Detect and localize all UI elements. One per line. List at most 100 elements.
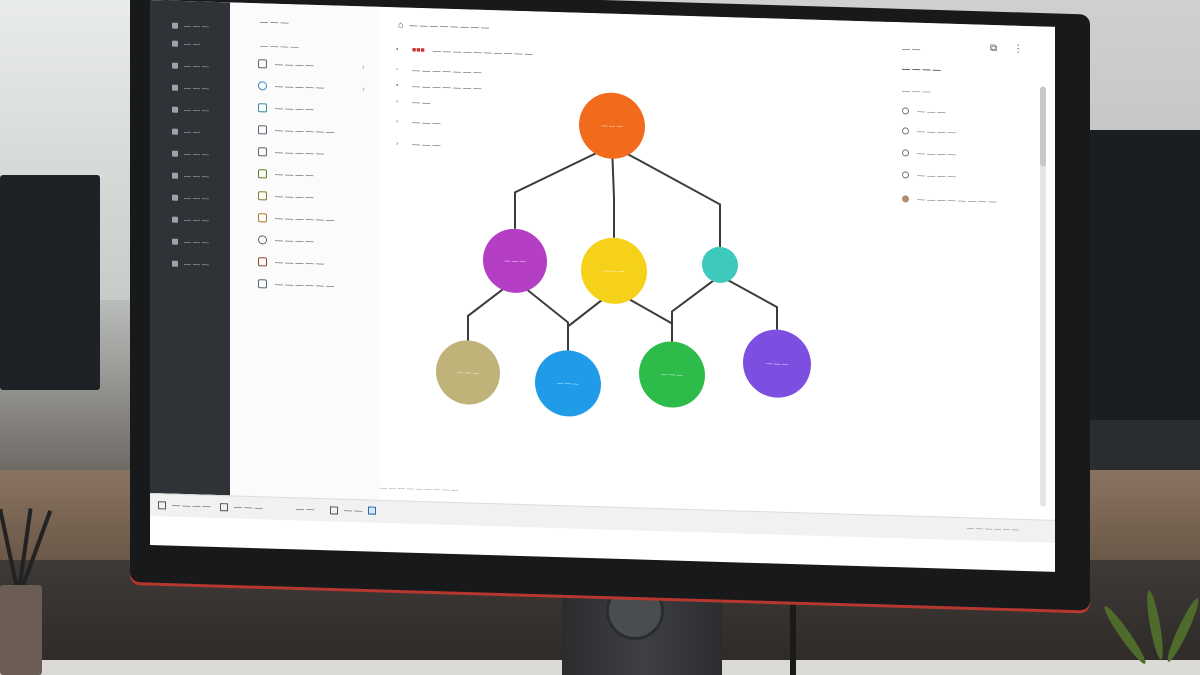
right-panel: ⧉ ⋮ — — — — — — — — — — — — — — — — — — … bbox=[890, 22, 1055, 520]
panel-item-label: — — — — — — — — bbox=[917, 194, 997, 207]
connector-line bbox=[611, 145, 615, 238]
diagram-node-label: — — — bbox=[504, 259, 525, 266]
rail-item[interactable]: — — — bbox=[172, 105, 209, 116]
sidebar-subheader: — — — — bbox=[260, 41, 299, 52]
diagram-node-label: — — — bbox=[661, 372, 682, 379]
doc-icon bbox=[258, 125, 267, 135]
taskbar-item[interactable]: — — — bbox=[220, 502, 262, 512]
panel-item-label: — — — — bbox=[917, 126, 956, 137]
sidebar-item[interactable]: — — — — — bbox=[258, 147, 324, 158]
taskbar-item[interactable]: — — — — bbox=[158, 500, 211, 511]
rail-item[interactable]: — — — bbox=[172, 193, 209, 204]
monitor-screen: — — — — — — — — — — — — — — — — — — — — … bbox=[150, 0, 1055, 572]
diagram-node-label: — — — bbox=[557, 381, 578, 388]
panel-item[interactable]: — — — — bbox=[902, 170, 956, 181]
sidebar-item[interactable]: — — — — — — bbox=[258, 125, 334, 136]
sidebar-item-label: — — — — — — bbox=[275, 213, 335, 225]
sidebar-item[interactable]: — — — — bbox=[258, 59, 314, 70]
diagram-node-b[interactable] bbox=[581, 237, 647, 305]
window-icon bbox=[220, 502, 228, 511]
scrollbar-thumb[interactable] bbox=[1040, 86, 1046, 167]
tree-diagram[interactable]: — — —— — —— — —— — —— — —— — —— — — bbox=[380, 7, 1055, 497]
sidebar-item-label: — — — — — — bbox=[275, 125, 335, 137]
circle-icon bbox=[902, 127, 909, 135]
diagram-node-f[interactable] bbox=[639, 341, 705, 409]
panel-item[interactable]: — — — bbox=[902, 106, 946, 117]
diagram-node-c[interactable] bbox=[702, 246, 738, 283]
tag-icon bbox=[258, 257, 267, 267]
pen-cup bbox=[0, 585, 42, 675]
rail-item[interactable]: — — — bbox=[172, 215, 209, 226]
sidebar-item-label: — — — — — bbox=[275, 147, 324, 159]
diagram-node-d[interactable] bbox=[436, 339, 500, 405]
sidebar-item-label: — — — — bbox=[275, 235, 314, 246]
panel-item[interactable]: — — — — — — — — bbox=[902, 194, 997, 206]
avatar-icon bbox=[902, 195, 909, 203]
rail-item-label: — — — bbox=[184, 84, 209, 93]
rail-item-label: — — bbox=[184, 40, 200, 48]
connector-line bbox=[514, 144, 613, 229]
sidebar-item[interactable]: — — — — — bbox=[258, 81, 324, 92]
more-icon[interactable]: ⋮ bbox=[1013, 43, 1024, 55]
sidebar-item[interactable]: — — — — bbox=[258, 191, 314, 202]
comment-icon[interactable]: ⧉ bbox=[990, 42, 998, 55]
rail-item[interactable]: — — — bbox=[172, 21, 209, 32]
sidebar-header: — — — bbox=[260, 17, 289, 28]
rail-item-label: — — — bbox=[184, 194, 209, 203]
app-icon bbox=[172, 238, 178, 245]
diagram-node-g[interactable] bbox=[743, 329, 811, 399]
rail-item[interactable]: — — — bbox=[172, 237, 209, 248]
rail-item-label: — — — bbox=[184, 106, 209, 115]
sidebar-item[interactable]: — — — — bbox=[258, 235, 314, 246]
panel-item[interactable]: — — — bbox=[902, 86, 930, 96]
connector-line bbox=[719, 274, 778, 330]
taskbar-item-label: — — bbox=[344, 505, 363, 516]
diagram-canvas[interactable]: ⌂ — — — — — — — — • ■■■ — — — — — — — — … bbox=[380, 6, 1055, 520]
rail-item[interactable]: — — bbox=[172, 127, 200, 138]
rail-item[interactable]: — — bbox=[172, 39, 200, 50]
diagram-node-a[interactable] bbox=[483, 228, 547, 294]
chevron-right-icon[interactable]: › bbox=[362, 84, 365, 94]
diagram-node-root[interactable] bbox=[579, 92, 645, 160]
taskbar-item[interactable]: — — bbox=[296, 504, 314, 514]
sidebar-item[interactable]: — — — — — — bbox=[258, 213, 334, 224]
sidebar-item[interactable]: — — — — bbox=[258, 103, 314, 114]
chevron-right-icon[interactable]: › bbox=[362, 62, 365, 72]
taskbar-item[interactable]: — — bbox=[330, 505, 362, 515]
sidebar-item[interactable]: — — — — bbox=[258, 169, 314, 180]
sidebar-item-label: — — — — bbox=[275, 169, 314, 180]
rail-item-label: — — — bbox=[184, 172, 209, 181]
app-icon bbox=[172, 172, 178, 179]
app-icon bbox=[172, 62, 178, 69]
panel-item[interactable]: — — — — bbox=[902, 126, 956, 137]
panel-heading: — — bbox=[902, 44, 921, 54]
taskbar-app-icon[interactable] bbox=[368, 506, 376, 515]
sidebar-item[interactable]: — — — — — — bbox=[258, 279, 334, 290]
rail-item[interactable]: — — — bbox=[172, 83, 209, 94]
diagram-node-e[interactable] bbox=[535, 349, 601, 417]
app-icon bbox=[172, 106, 178, 113]
system-tray: — — — — — — bbox=[967, 525, 1019, 534]
app-icon bbox=[172, 194, 178, 201]
rail-item[interactable]: — — — bbox=[172, 149, 209, 160]
cloud-icon bbox=[258, 81, 267, 91]
app-rail: — — — — — — — — — — — — — — — — — — — — … bbox=[150, 0, 230, 496]
panel-item-label: — — — bbox=[917, 106, 946, 117]
scrollbar[interactable] bbox=[1040, 86, 1046, 507]
app-icon bbox=[172, 260, 178, 267]
background-monitor bbox=[0, 175, 100, 390]
taskbar-item-label: — — — bbox=[234, 502, 263, 513]
sidebar-item[interactable]: — — — — — bbox=[258, 257, 324, 268]
sidebar-item-label: — — — — bbox=[275, 103, 314, 114]
rail-item[interactable]: — — — bbox=[172, 259, 209, 270]
rail-item[interactable]: — — — bbox=[172, 171, 209, 182]
diagram-node-label: — — — bbox=[457, 370, 478, 377]
app-icon bbox=[172, 22, 178, 29]
panel-item-label: — — — — bbox=[917, 148, 956, 159]
rail-item[interactable]: — — — bbox=[172, 61, 209, 72]
sidebar-item-label: — — — — — bbox=[275, 257, 324, 269]
panel-item[interactable]: — — — — bbox=[902, 148, 956, 159]
sidebar-item-label: — — — — — bbox=[275, 81, 324, 93]
folder-icon bbox=[258, 169, 267, 179]
panel-item-label: — — — bbox=[902, 86, 931, 97]
